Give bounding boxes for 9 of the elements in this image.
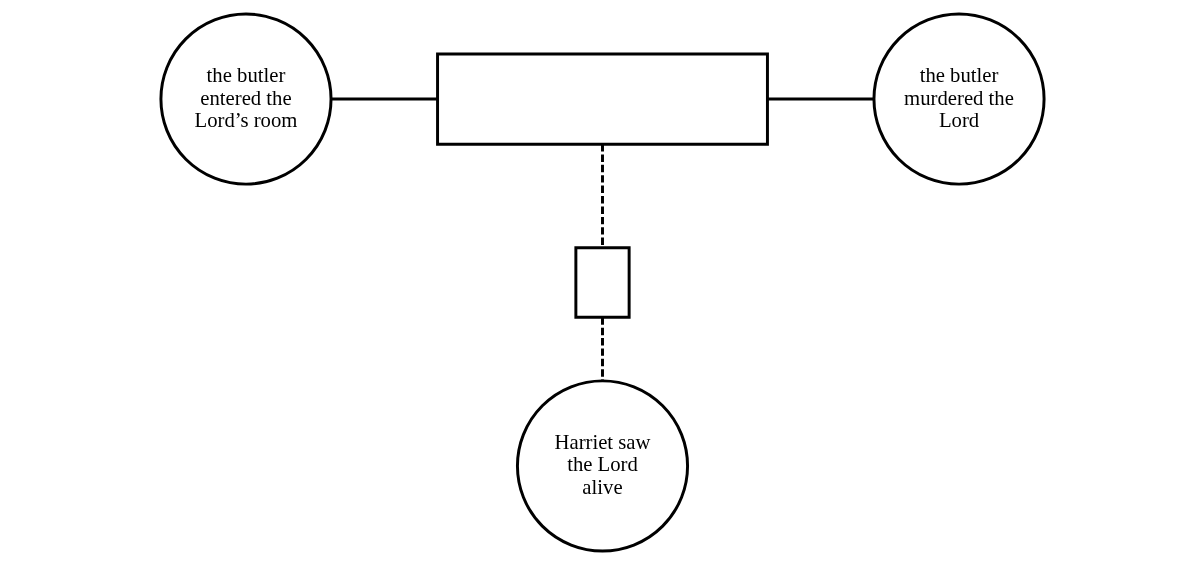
node-box [435, 52, 769, 146]
node-box [573, 246, 631, 319]
node-circle: the butler entered the Lord’s room [158, 12, 333, 186]
node-circle: the butler murdered the Lord [872, 12, 1046, 186]
connector [600, 144, 604, 248]
connector [767, 97, 874, 101]
connector [331, 97, 437, 101]
node-circle: Harriet saw the Lord alive [515, 379, 689, 553]
connector [600, 317, 604, 381]
